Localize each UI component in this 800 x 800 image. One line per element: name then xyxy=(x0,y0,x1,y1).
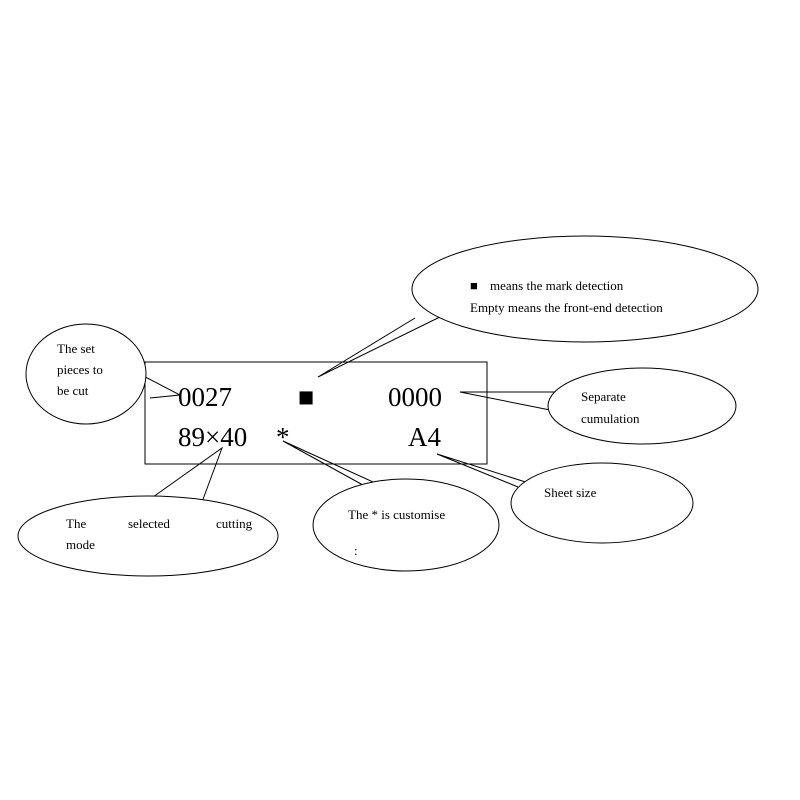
callout-bubble-set-pieces xyxy=(25,323,147,425)
callout-customise-line-2: : xyxy=(354,543,358,558)
display-panel xyxy=(144,361,488,465)
callout-separate-cumulation-line-2: cumulation xyxy=(581,411,640,426)
leader-mark-detection xyxy=(317,312,449,378)
callout-cutting-mode-word-2: selected xyxy=(128,516,170,531)
callout-set-pieces-line-3: be cut xyxy=(57,383,89,398)
callout-bubble-cutting-mode xyxy=(17,495,279,577)
leader-separate-cumulation xyxy=(459,391,558,411)
set-pieces-value: 0027 xyxy=(178,382,232,412)
callout-cutting-mode-line-2: mode xyxy=(66,537,95,552)
leader-cutting-mode xyxy=(152,446,224,503)
sheet-size-value: A4 xyxy=(408,422,441,452)
callout-sheet-size-line-1: Sheet size xyxy=(544,485,597,500)
leader-customise xyxy=(282,440,396,493)
callout-bubble-customise xyxy=(312,478,500,572)
callout-cutting-mode-word-3: cutting xyxy=(216,516,253,531)
cumulation-value: 0000 xyxy=(388,382,442,412)
custom-flag: * xyxy=(276,422,290,452)
callout-separate-cumulation-line-1: Separate xyxy=(581,389,626,404)
callout-mark-detection-line-1: means the mark detection xyxy=(490,278,624,293)
callout-set-pieces-line-2: pieces to xyxy=(57,362,103,377)
callout-mark-detection-line-2: Empty means the front-end detection xyxy=(470,300,663,315)
callout-cutting-mode-word-1: The xyxy=(66,516,86,531)
callout-bubble-sheet-size xyxy=(510,462,694,544)
cutting-mode-value: 89×40 xyxy=(178,422,247,452)
callout-bubble-mark-detection xyxy=(411,235,759,343)
callout-bubble-separate-cumulation xyxy=(547,367,737,445)
mark-detection-indicator: ■ xyxy=(298,382,314,412)
callout-customise-line-1: The * is customise xyxy=(348,507,445,522)
callout-set-pieces-line-1: The set xyxy=(57,341,95,356)
leader-sheet-size xyxy=(436,453,536,488)
callout-mark-detection-symbol: ■ xyxy=(470,278,478,293)
